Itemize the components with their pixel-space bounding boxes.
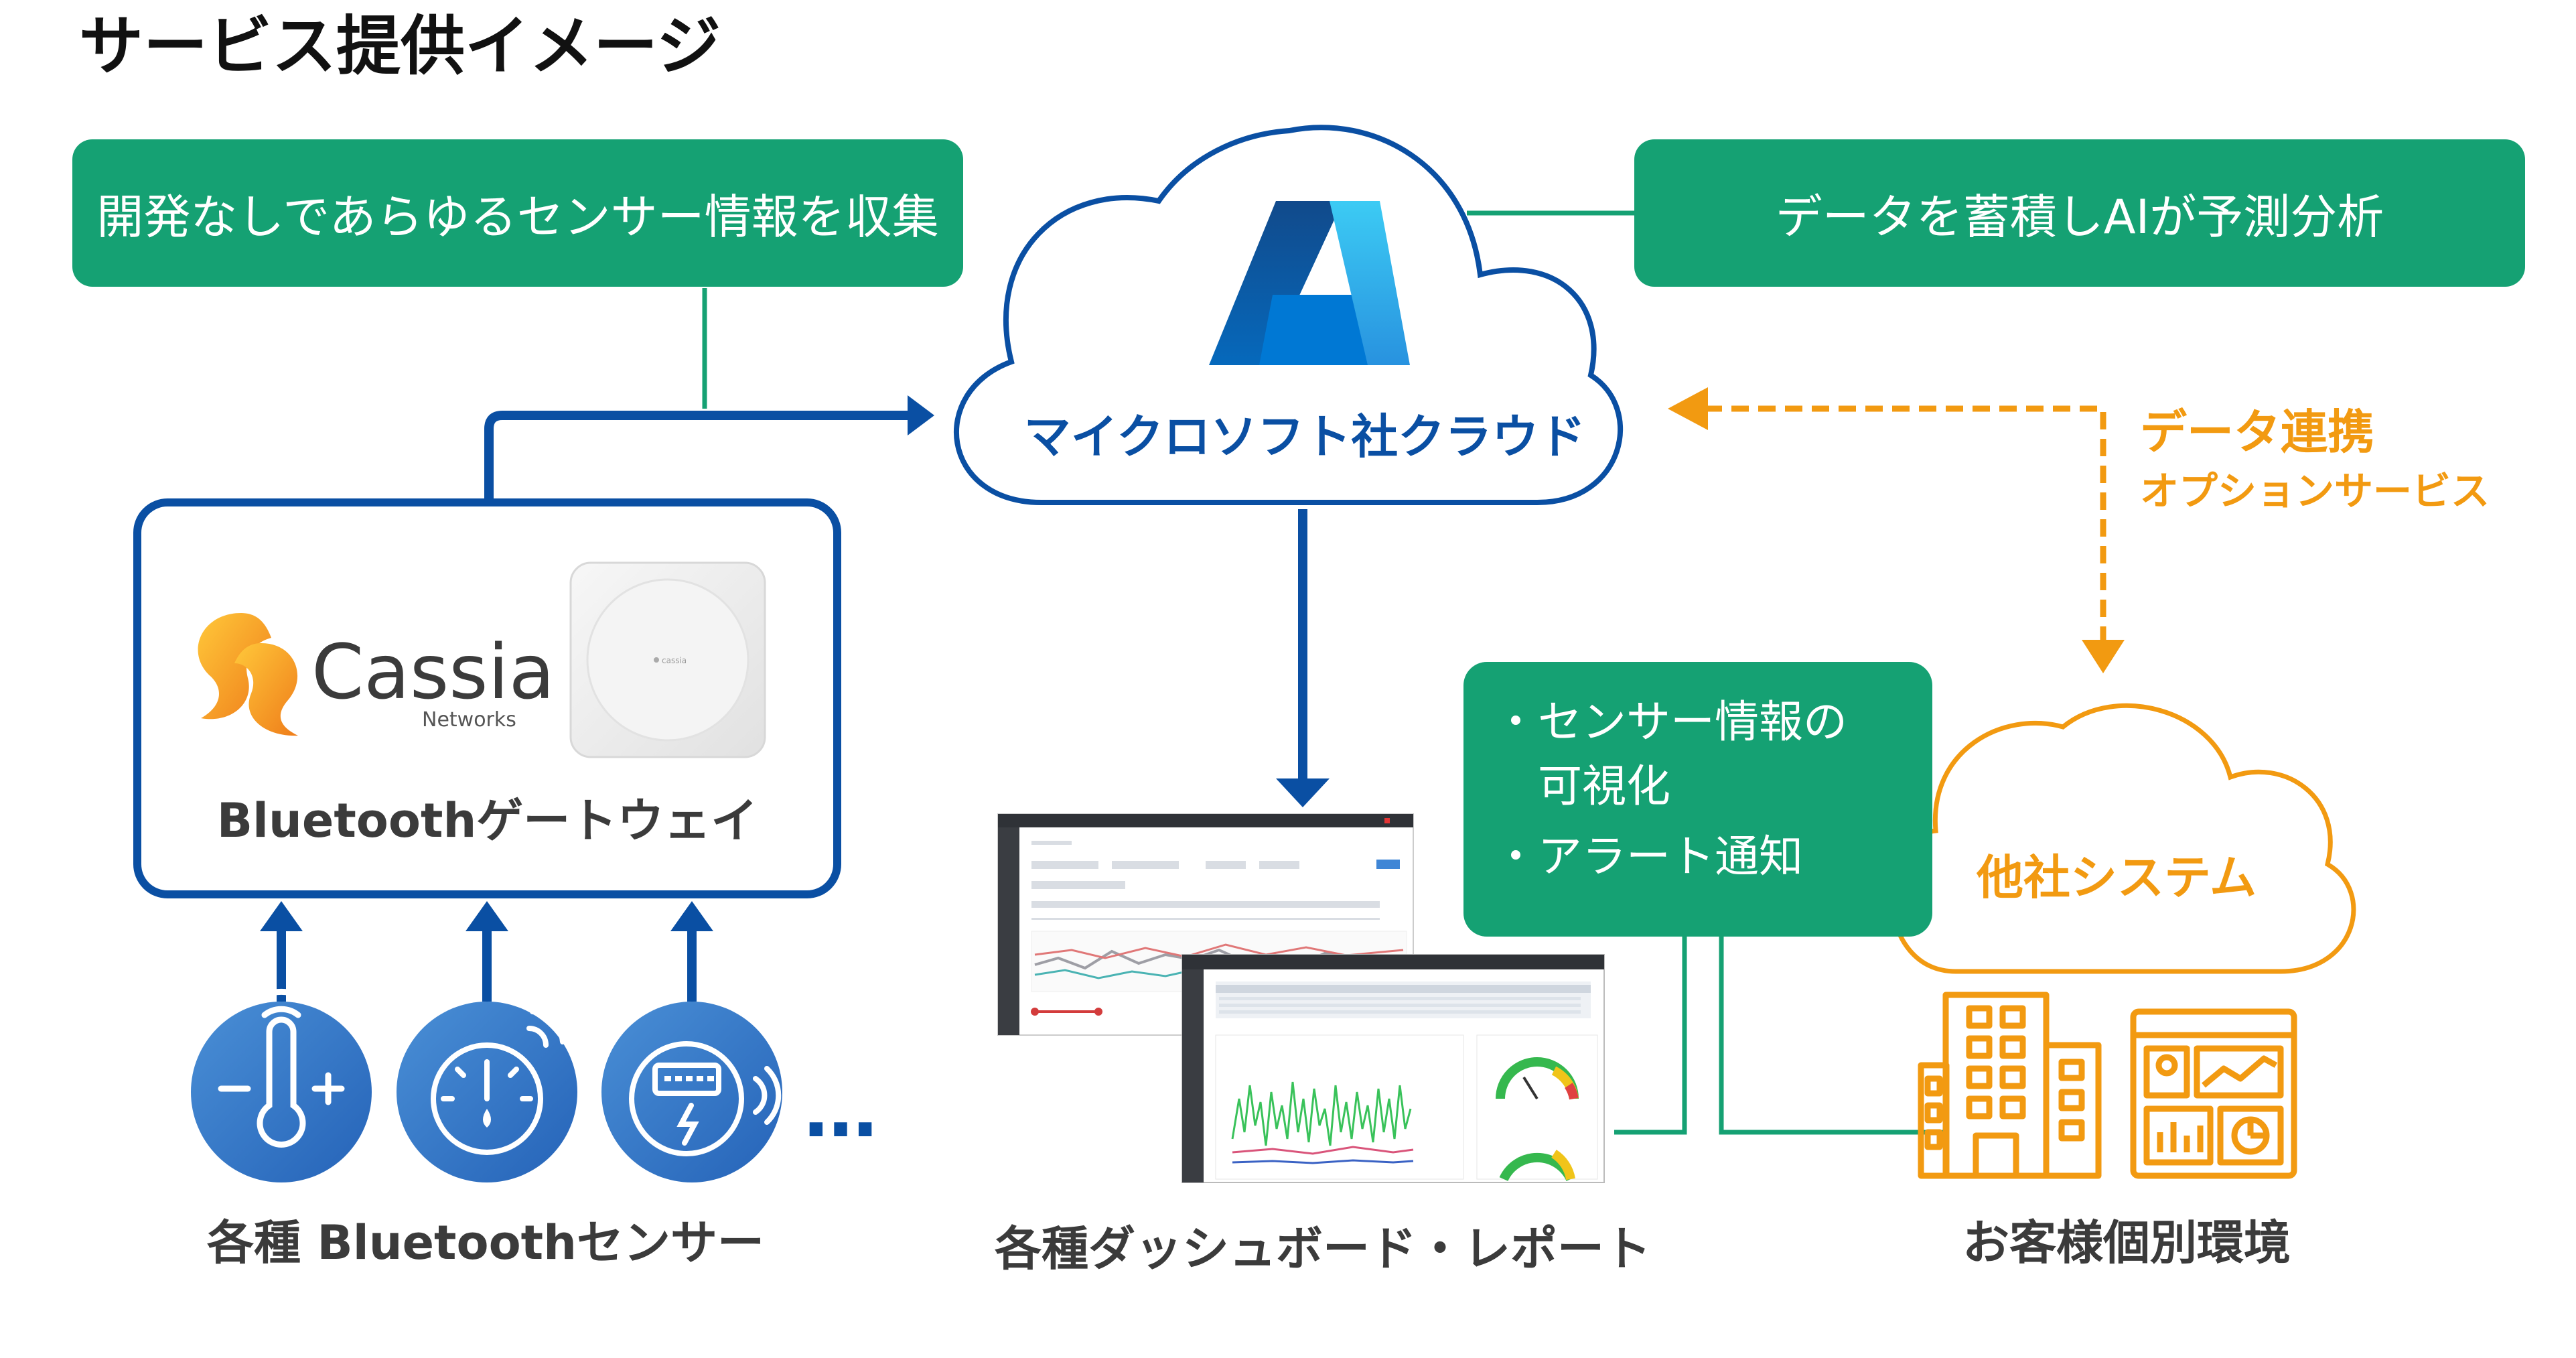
data-link-arrow (1705, 405, 2106, 643)
sensor-thermometer (191, 988, 372, 1182)
data-link-arrowhead-left (1668, 387, 1708, 430)
visualization-box (1463, 662, 1932, 937)
gateway-device-mark: cassia (662, 656, 687, 665)
dashboard-label: 各種ダッシュボード・レポート (995, 1221, 1651, 1276)
gauge-widget (1476, 1034, 1598, 1182)
sensor-pressure-gauge (397, 1002, 577, 1182)
visualization-item-1-line-1: ・センサー情報の (1494, 696, 1847, 748)
azure-logo-icon (1209, 201, 1410, 365)
dashboard-screenshot-2 (1182, 954, 1605, 1183)
data-link-label: データ連携 (2140, 405, 2374, 460)
viz-to-dashboard-connector (1614, 935, 1687, 1135)
cassia-brand-text: Cassia (311, 629, 555, 716)
thermometer-icon (218, 988, 345, 1148)
collect-box: 開発なしであらゆるセンサー情報を収集 (72, 139, 963, 287)
ai-box: データを蓄積しAIが予測分析 (1634, 139, 2525, 287)
visualization-item-1-line-2: 可視化 (1538, 760, 1670, 812)
pressure-gauge-icon (431, 1009, 565, 1155)
building-icon (1918, 992, 2102, 1179)
sensor-arrows (260, 901, 713, 1002)
gateway-device-image (569, 561, 766, 758)
power-meter-icon (629, 1041, 782, 1156)
visualization-item-2: ・アラート通知 (1494, 831, 1803, 883)
sensor-power-meter (601, 1002, 782, 1182)
other-system-label: 他社システム (1977, 850, 2257, 905)
collect-box-label: 開発なしであらゆるセンサー情報を収集 (96, 189, 939, 245)
page-title: サービス提供イメージ (79, 9, 721, 84)
cassia-brand-subtext: Networks (422, 708, 516, 732)
data-link-arrowhead-down (2082, 640, 2125, 673)
cassia-logo-icon (198, 613, 298, 736)
green-connectors (702, 210, 1946, 1135)
cloud-label: マイクロソフト社クラウド (1023, 409, 1586, 464)
other-system-cloud-shape (1889, 703, 2356, 974)
gateway-to-cloud-arrow (484, 411, 918, 499)
sensors-label: 各種 Bluetoothセンサー (207, 1215, 764, 1270)
viz-to-customer-connector (1719, 935, 1946, 1135)
data-link-sublabel: オプションサービス (2140, 468, 2490, 514)
analytics-board-icon (2130, 1008, 2297, 1179)
visualization-list: ・センサー情報の 可視化 ・アラート通知 (1494, 690, 1847, 889)
customer-env-label: お客様個別環境 (1962, 1215, 2291, 1270)
ai-box-label: データを蓄積しAIが予測分析 (1775, 189, 2384, 245)
more-sensors-ellipsis: … (804, 1068, 877, 1154)
gateway-label: Bluetoothゲートウェイ (216, 793, 758, 848)
